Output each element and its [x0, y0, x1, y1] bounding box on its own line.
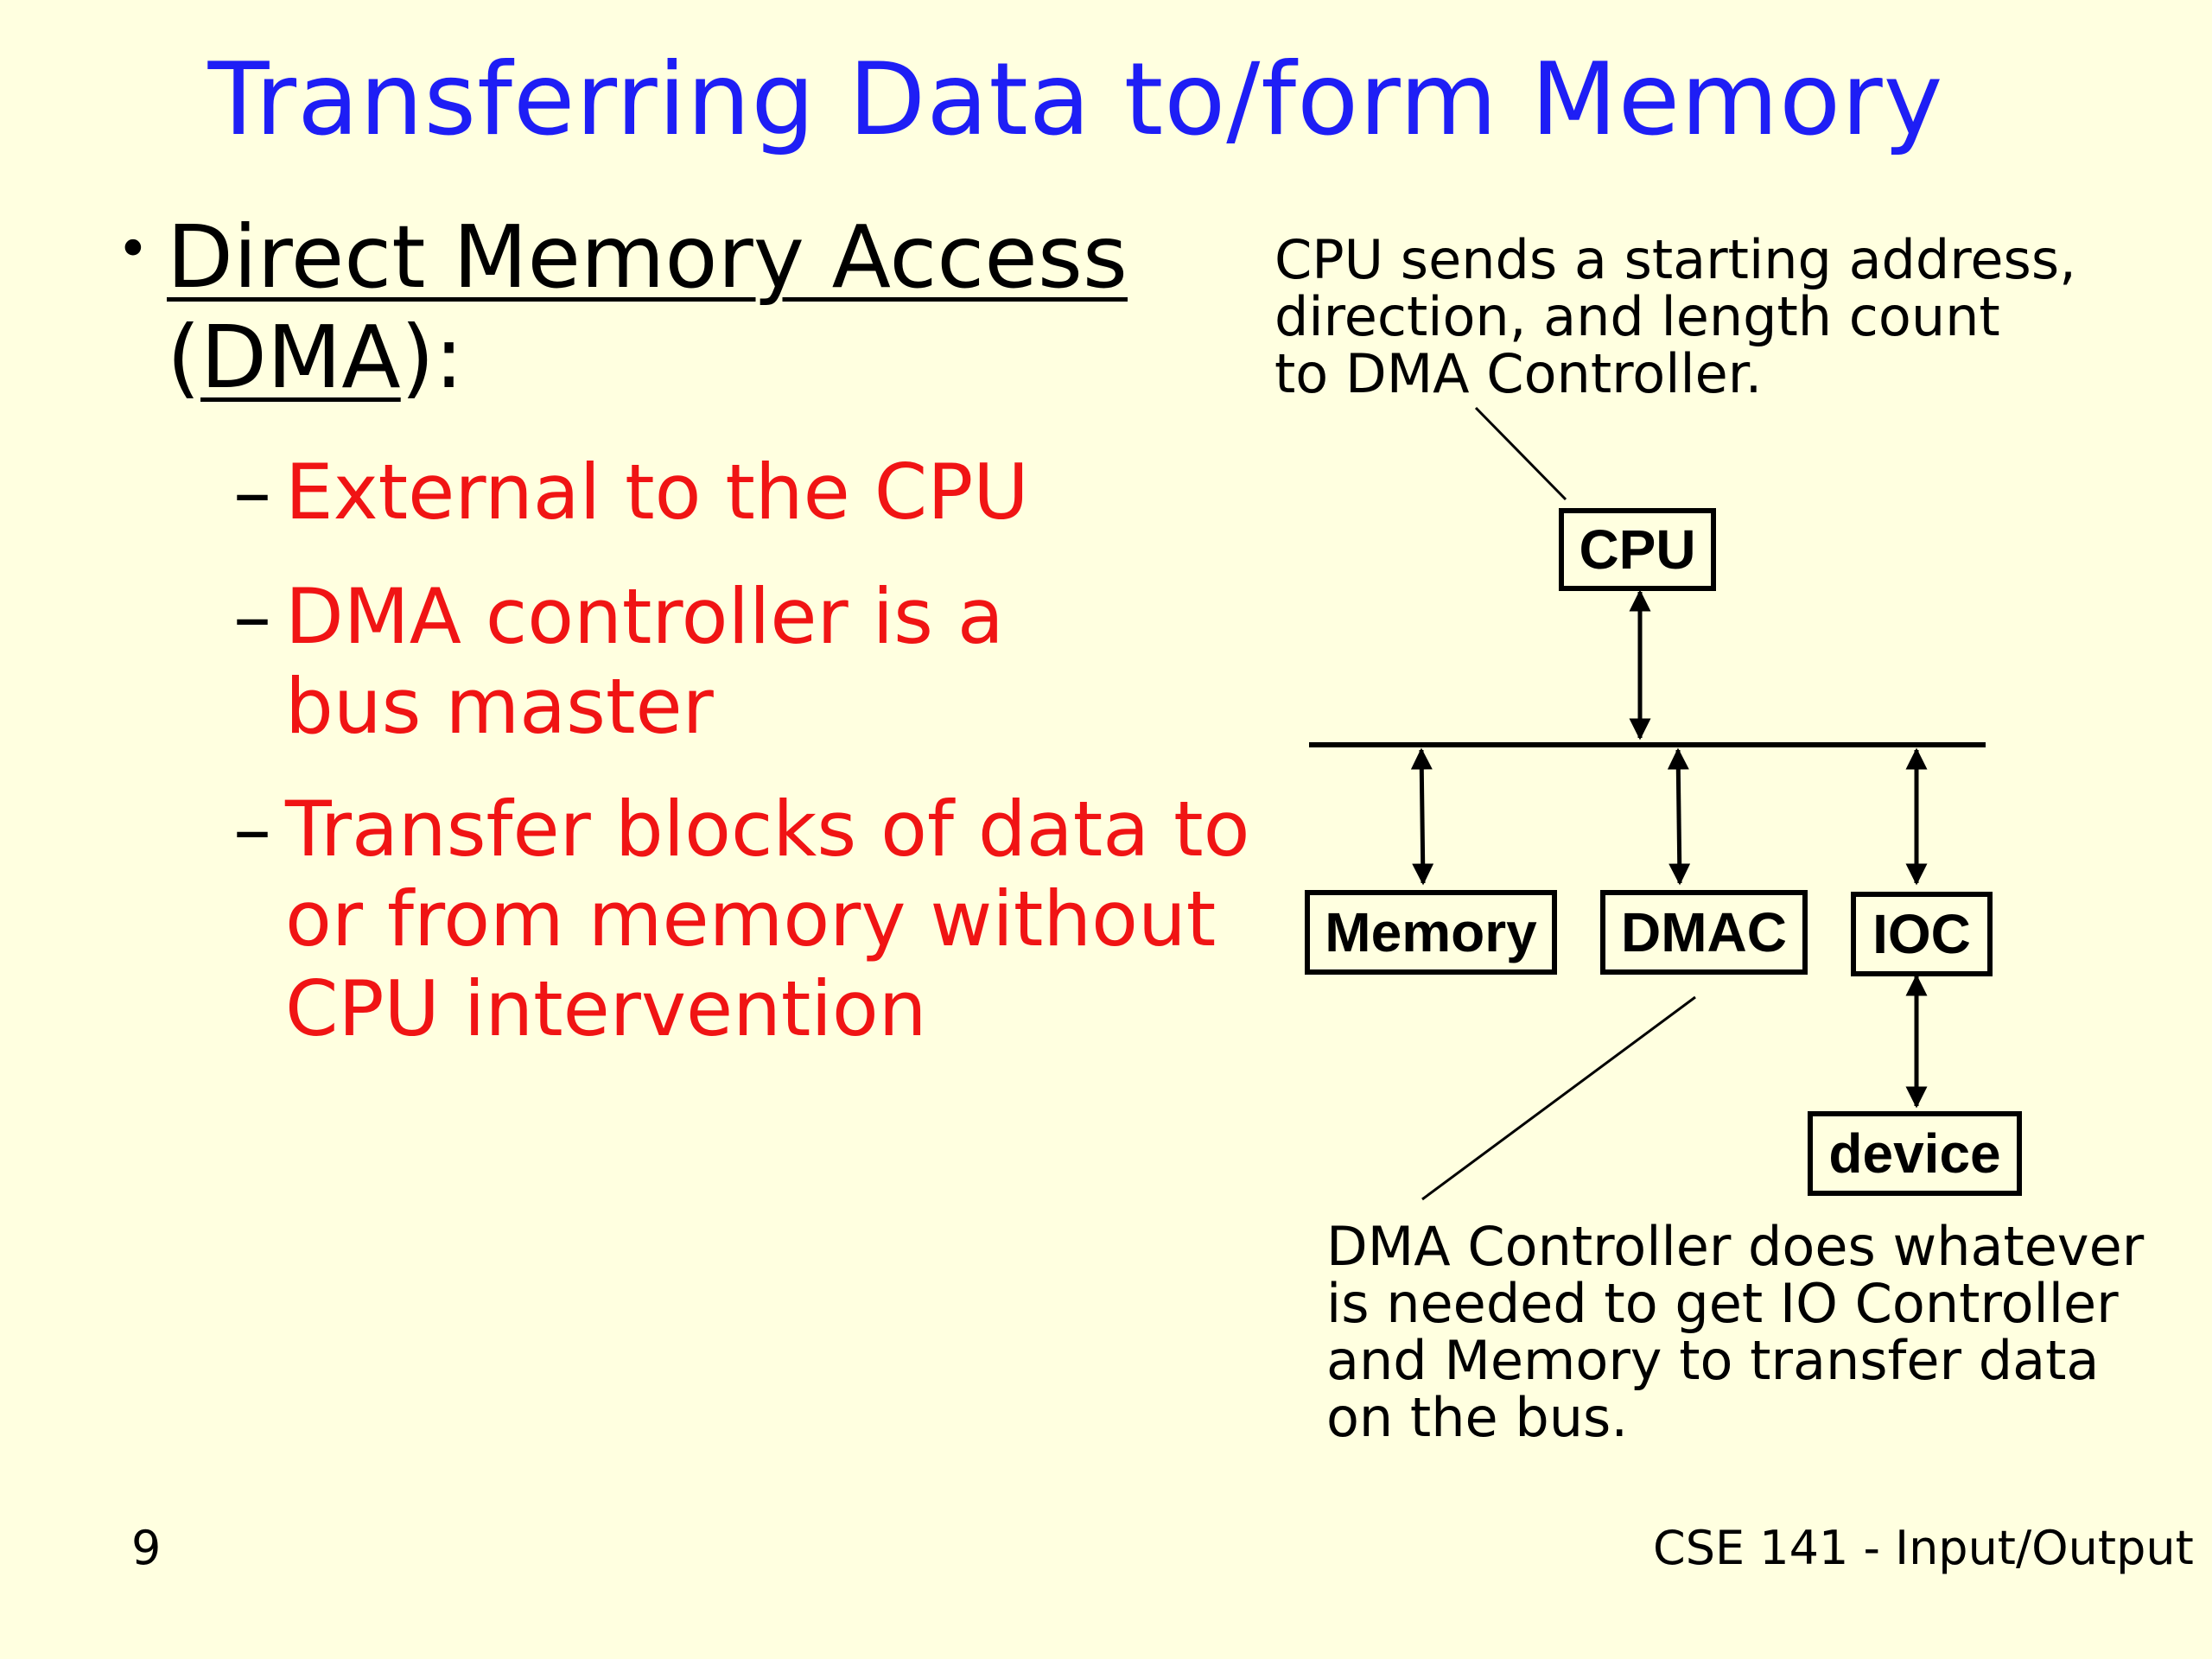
ioc-box: IOC	[1851, 892, 1993, 976]
dmac-note: DMA Controller does whatever is needed t…	[1326, 1218, 2144, 1446]
cpu-note-pointer	[1474, 406, 1567, 501]
note-line: CPU sends a starting address,	[1274, 228, 2076, 291]
paren-close: ):	[400, 307, 464, 408]
sub-bullet-dash: –	[233, 785, 271, 874]
dma-heading: Direct Memory Access	[167, 207, 1128, 308]
dma-abbreviation: DMA	[200, 307, 401, 408]
dmac-bus-arrow	[1667, 747, 1691, 886]
cpu-box: CPU	[1559, 508, 1716, 591]
note-line: to DMA Controller.	[1274, 342, 1763, 405]
slide-title: Transferring Data to/form Memory	[207, 41, 1944, 158]
cpu-note: CPU sends a starting address, direction,…	[1274, 232, 2076, 403]
page-number: 9	[131, 1521, 162, 1575]
bullet-text: Direct Memory Access (DMA):	[167, 207, 1290, 408]
device-box: device	[1808, 1111, 2022, 1196]
paren-open: (	[167, 307, 201, 408]
sub-bullet-text: DMA controller is a bus master	[285, 572, 1004, 751]
memory-box: Memory	[1305, 890, 1557, 975]
memory-bus-arrow	[1410, 747, 1434, 886]
note-line: and Memory to transfer data	[1326, 1329, 2100, 1392]
note-line: direction, and length count	[1274, 285, 2000, 348]
dmac-box: DMAC	[1600, 890, 1808, 975]
note-line: is needed to get IO Controller	[1326, 1272, 2119, 1335]
sub-bullet-dash: –	[233, 448, 271, 537]
bullet-dot: •	[117, 218, 149, 282]
note-line: DMA Controller does whatever	[1326, 1215, 2145, 1278]
sub-bullet-text: Transfer blocks of data to or from memor…	[285, 785, 1250, 1053]
course-footer: CSE 141 - Input/Output	[1653, 1521, 2194, 1575]
note-line: on the bus.	[1326, 1386, 1629, 1449]
sub-bullet-dash: –	[233, 572, 271, 661]
dmac-note-pointer	[1421, 995, 1696, 1201]
sub-bullet-text: External to the CPU	[285, 448, 1029, 537]
